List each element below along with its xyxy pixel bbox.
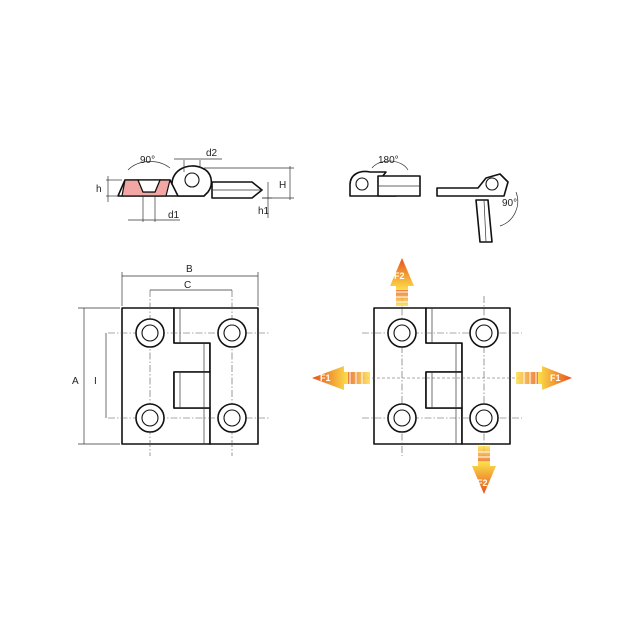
- front-hole-top-right: [217, 318, 247, 348]
- label-angle-90-right: 90°: [502, 198, 517, 209]
- label-B: B: [186, 264, 193, 275]
- force-arrow-f2-up: F2: [390, 258, 414, 306]
- force-hole-bottom-right: [469, 403, 499, 433]
- front-view-dimensions: B C A I: [72, 264, 270, 456]
- force-hole-bottom-left: [387, 403, 417, 433]
- force-label-f1-left: F1: [320, 373, 331, 383]
- countersink-cone: [137, 179, 161, 193]
- open90-pin-circle: [485, 177, 499, 191]
- label-d1: d1: [168, 210, 180, 221]
- side-view-dimensions: 90° d2 h d1 H h1: [96, 148, 294, 222]
- side-view-open-90: 90°: [436, 173, 519, 243]
- label-angle-90-left: 90°: [140, 155, 155, 166]
- label-angle-180: 180°: [378, 155, 399, 166]
- front-hole-bottom-left: [135, 403, 165, 433]
- side-view-open-180: 180°: [349, 155, 421, 197]
- force-label-f1-right: F1: [550, 373, 561, 383]
- force-arrow-f1-left: F1: [312, 366, 370, 390]
- label-H: H: [279, 180, 286, 191]
- force-hole-top-right: [469, 318, 499, 348]
- front-hole-bottom-right: [217, 403, 247, 433]
- open-pin-circle: [355, 177, 369, 191]
- front-view-forces: F2 F2 F1 F1: [312, 258, 572, 494]
- label-h: h: [96, 184, 102, 195]
- label-h1: h1: [258, 206, 270, 217]
- label-A: A: [72, 376, 79, 387]
- force-hole-top-left: [387, 318, 417, 348]
- label-I: I: [94, 376, 97, 387]
- force-arrow-f1-right: F1: [516, 366, 572, 390]
- label-C: C: [184, 280, 191, 291]
- pin-circle: [184, 172, 200, 188]
- front-hole-top-left: [135, 318, 165, 348]
- force-label-f2-bottom: F2: [477, 478, 488, 488]
- force-arrow-f2-down: F2: [472, 446, 496, 494]
- label-d2: d2: [206, 148, 218, 159]
- force-label-f2-top: F2: [394, 271, 405, 281]
